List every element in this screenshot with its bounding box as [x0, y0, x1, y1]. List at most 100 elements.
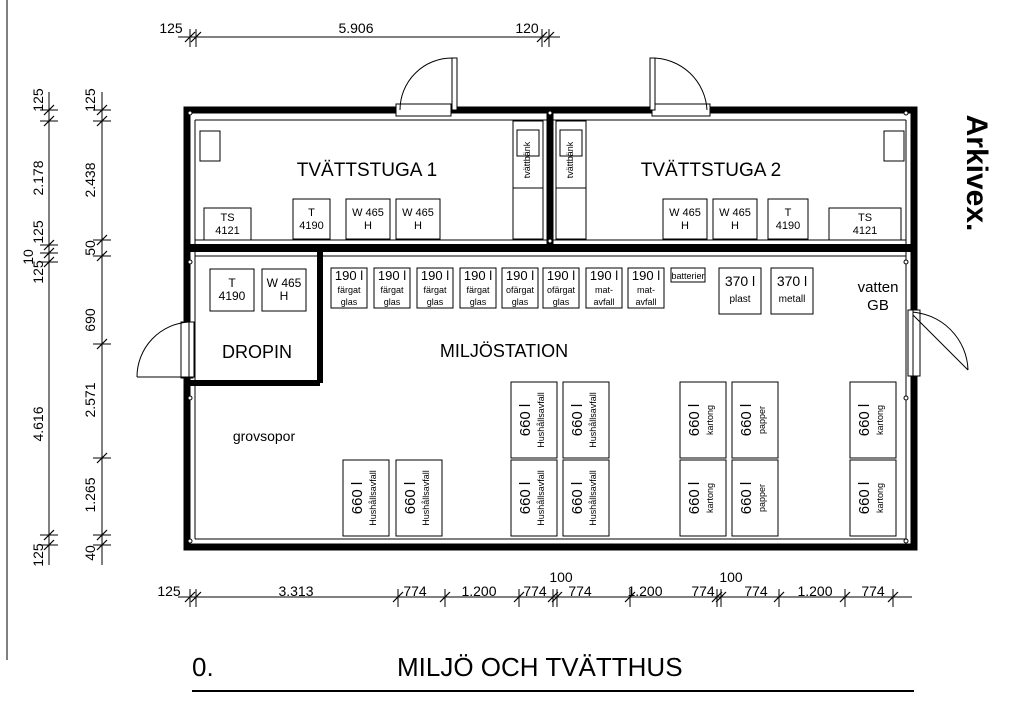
column-mark-1 [903, 110, 909, 116]
room-label-dropin: DROPIN [222, 342, 292, 362]
dim-left-outer-0: 125 [30, 88, 46, 112]
door-leaf-1 [451, 57, 458, 111]
dryer-2-line-0: T [785, 207, 792, 219]
dim-left-outer-6: 125 [30, 543, 46, 567]
bin-190-3-kind: glas [470, 297, 487, 307]
dim-left-outer-3: 10 [20, 249, 36, 265]
battery-box [670, 267, 706, 283]
door-swing-4 [909, 311, 969, 371]
bin-190-7-type: mat- [637, 285, 655, 295]
washer-5-line-0: W 465 [267, 276, 302, 290]
door-leaf-2 [649, 57, 656, 111]
bin-190-3-volume: 190 l [464, 268, 492, 283]
bin-190-4-type: ofärgat [506, 285, 535, 295]
dim-left-outer-4: 125 [30, 260, 46, 284]
dim-left-inner-5: 1.265 [82, 477, 98, 512]
column-mark-4 [187, 395, 193, 401]
bin-190-6 [585, 267, 623, 309]
bin-660-hh-6-volume: 660 l [569, 482, 586, 515]
dim-bottom-5: 100 [549, 569, 573, 585]
bin-190-2 [416, 267, 454, 309]
bin-660-hh-3-type: Hushållsavfall [536, 392, 546, 448]
column-mark-5 [903, 395, 909, 401]
sheet-title: 0. MILJÖ OCH TVÄTTHUS [192, 652, 914, 692]
bin-190-4 [501, 267, 539, 309]
bin-190-1 [373, 267, 411, 309]
bin-190-1-type: färgat [380, 285, 404, 295]
washer-5 [261, 268, 307, 312]
washer-4-line-1: H [731, 220, 739, 232]
ts-left-line-0: TS [220, 212, 234, 224]
door-swing-3 [136, 321, 190, 378]
dim-bottom-6: 774 [568, 583, 592, 599]
door-swing-2 [651, 57, 708, 111]
bin-660-hh-6 [562, 459, 610, 537]
washer-3 [662, 198, 708, 240]
bin-190-6-volume: 190 l [590, 268, 618, 283]
wash-bench-label-2: tvättbänk [565, 141, 575, 178]
washer-1-line-1: H [364, 220, 372, 232]
bin-190-6-type: mat- [595, 285, 613, 295]
bin-660-hh-1-type: Hushållsavfall [368, 470, 378, 526]
bin-190-2-volume: 190 l [421, 268, 449, 283]
bin-370-metal-type: metall [779, 294, 806, 305]
ts-right-line-1: 4121 [853, 225, 877, 237]
bin-660-pap-1-volume: 660 l [738, 404, 755, 437]
bin-190-5-kind: glas [553, 297, 570, 307]
bin-660-kart-1 [679, 381, 727, 459]
washer-1-line-0: W 465 [352, 207, 384, 219]
column-mark-3 [903, 259, 909, 265]
bin-660-kart-2-type: kartong [705, 483, 715, 513]
bin-190-6-kind: avfall [593, 297, 614, 307]
bin-190-5 [542, 267, 580, 309]
dryer-1 [292, 198, 331, 240]
dryer-2-line-1: 4190 [776, 220, 800, 232]
column-mark-6 [187, 538, 193, 544]
bin-190-0-volume: 190 l [335, 268, 363, 283]
dim-left-inner-4: 2.571 [82, 382, 98, 417]
dim-bottom-9: 100 [719, 569, 743, 585]
ts-left [203, 207, 252, 241]
corner-box-right [883, 130, 905, 162]
bin-190-7-kind: avfall [635, 297, 656, 307]
bin-190-1-kind: glas [384, 297, 401, 307]
dim-bottom-8: 774 [691, 583, 715, 599]
bin-190-4-volume: 190 l [506, 268, 534, 283]
bin-190-0 [330, 267, 368, 309]
bin-660-hh-2-volume: 660 l [402, 482, 419, 515]
bin-190-5-volume: 190 l [547, 268, 575, 283]
bin-370-plastic [718, 267, 762, 315]
dryer-1-line-1: 4190 [299, 220, 323, 232]
bin-660-hh-5-volume: 660 l [517, 482, 534, 515]
bin-660-kart-4 [849, 459, 897, 537]
room-label-water-line-1: GB [867, 297, 889, 314]
dryer-1-line-0: T [308, 207, 315, 219]
door-opening-2 [651, 103, 711, 117]
bin-660-kart-3-type: kartong [875, 405, 885, 435]
bin-660-pap-1-type: papper [757, 406, 767, 434]
bin-660-hh-4-type: Hushållsavfall [588, 392, 598, 448]
dim-bottom-12: 774 [861, 583, 885, 599]
dim-left-inner-0: 125 [82, 88, 98, 112]
dim-left-outer-1: 2.178 [30, 160, 46, 195]
dryer-3 [209, 268, 255, 312]
door-swing-1 [399, 57, 453, 111]
sink-2 [559, 129, 583, 157]
bin-660-kart-3-volume: 660 l [856, 404, 873, 437]
washer-4-line-0: W 465 [719, 207, 751, 219]
dryer-3-line-0: T [228, 276, 236, 290]
bin-660-kart-4-volume: 660 l [856, 482, 873, 515]
bin-660-pap-2-type: papper [757, 484, 767, 512]
bin-660-kart-1-volume: 660 l [686, 404, 703, 437]
washer-1 [345, 198, 391, 240]
bin-190-4-kind: glas [512, 297, 529, 307]
dim-bottom-7: 1.200 [627, 583, 662, 599]
dim-bottom-0: 125 [157, 583, 181, 599]
bin-660-kart-2 [679, 459, 727, 537]
washer-3-line-0: W 465 [669, 207, 701, 219]
room-label-bulky-waste: grovsopor [233, 428, 296, 444]
bin-660-hh-4-volume: 660 l [569, 404, 586, 437]
dryer-3-line-1: 4190 [219, 289, 246, 303]
